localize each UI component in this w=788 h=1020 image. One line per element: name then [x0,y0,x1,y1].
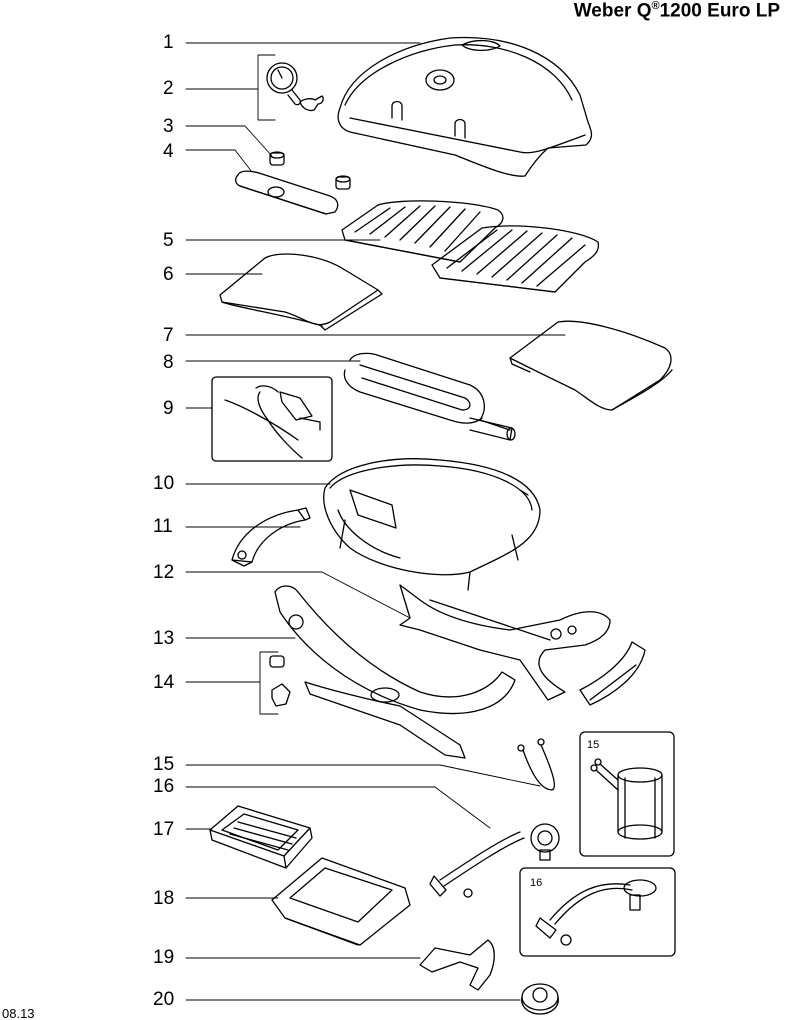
cookbox-part [323,458,541,591]
mounting-bracket-part [419,939,495,991]
frame-arc-part [274,585,516,759]
callout-2: 2 [163,78,174,99]
cooking-grate-part [341,200,600,293]
revision-date: 08.13 [2,1006,35,1020]
callout-17: 17 [153,819,175,840]
catch-pan-part [271,857,411,946]
callout-11: 11 [153,516,173,537]
callout-20: 20 [153,989,175,1010]
inset-16-box [519,867,676,957]
thermometer-part [266,62,324,112]
igniter-part [224,385,321,459]
hose-holder-part [517,738,556,791]
inset-15-label: 15 [587,739,600,751]
hose-regulator-part [429,823,560,898]
burner-tube-part [343,352,516,441]
callout-19: 19 [153,947,175,968]
frame-crossbar-part [399,584,611,701]
lid-handle-part [234,170,339,215]
callout-14: 14 [153,672,175,693]
side-table-right-part [509,320,673,411]
cookbox-handle-part [231,507,311,567]
frame-fasteners-part [269,655,291,707]
callout-3: 3 [163,116,174,137]
callout-18: 18 [153,888,175,909]
control-knob-part [521,983,559,1015]
inset-16-label: 16 [530,877,543,889]
frame-handle-right-part [579,641,646,706]
page-title: Weber Q®1200 Euro LP [573,0,780,22]
callout-1: 1 [163,32,174,53]
callout-15: 15 [153,754,175,775]
callout-10: 10 [153,473,175,494]
callout-8: 8 [163,352,174,373]
callout-13: 13 [153,628,175,649]
bottle-holder-part [590,758,663,840]
inset-15-box [579,731,675,857]
lid-part [337,36,593,177]
callout-4: 4 [163,141,174,162]
callout-6: 6 [163,264,174,285]
igniter-inset-box [211,376,333,462]
callout-12: 12 [153,562,175,583]
hose-regulator-alt-part [535,879,657,946]
drip-tray-part [209,805,313,869]
callout-9: 9 [163,398,174,419]
callout-7: 7 [163,325,174,346]
end-cap-part [269,151,351,190]
callout-16: 16 [153,776,175,797]
side-table-left-part [219,253,383,331]
callout-5: 5 [163,230,174,251]
